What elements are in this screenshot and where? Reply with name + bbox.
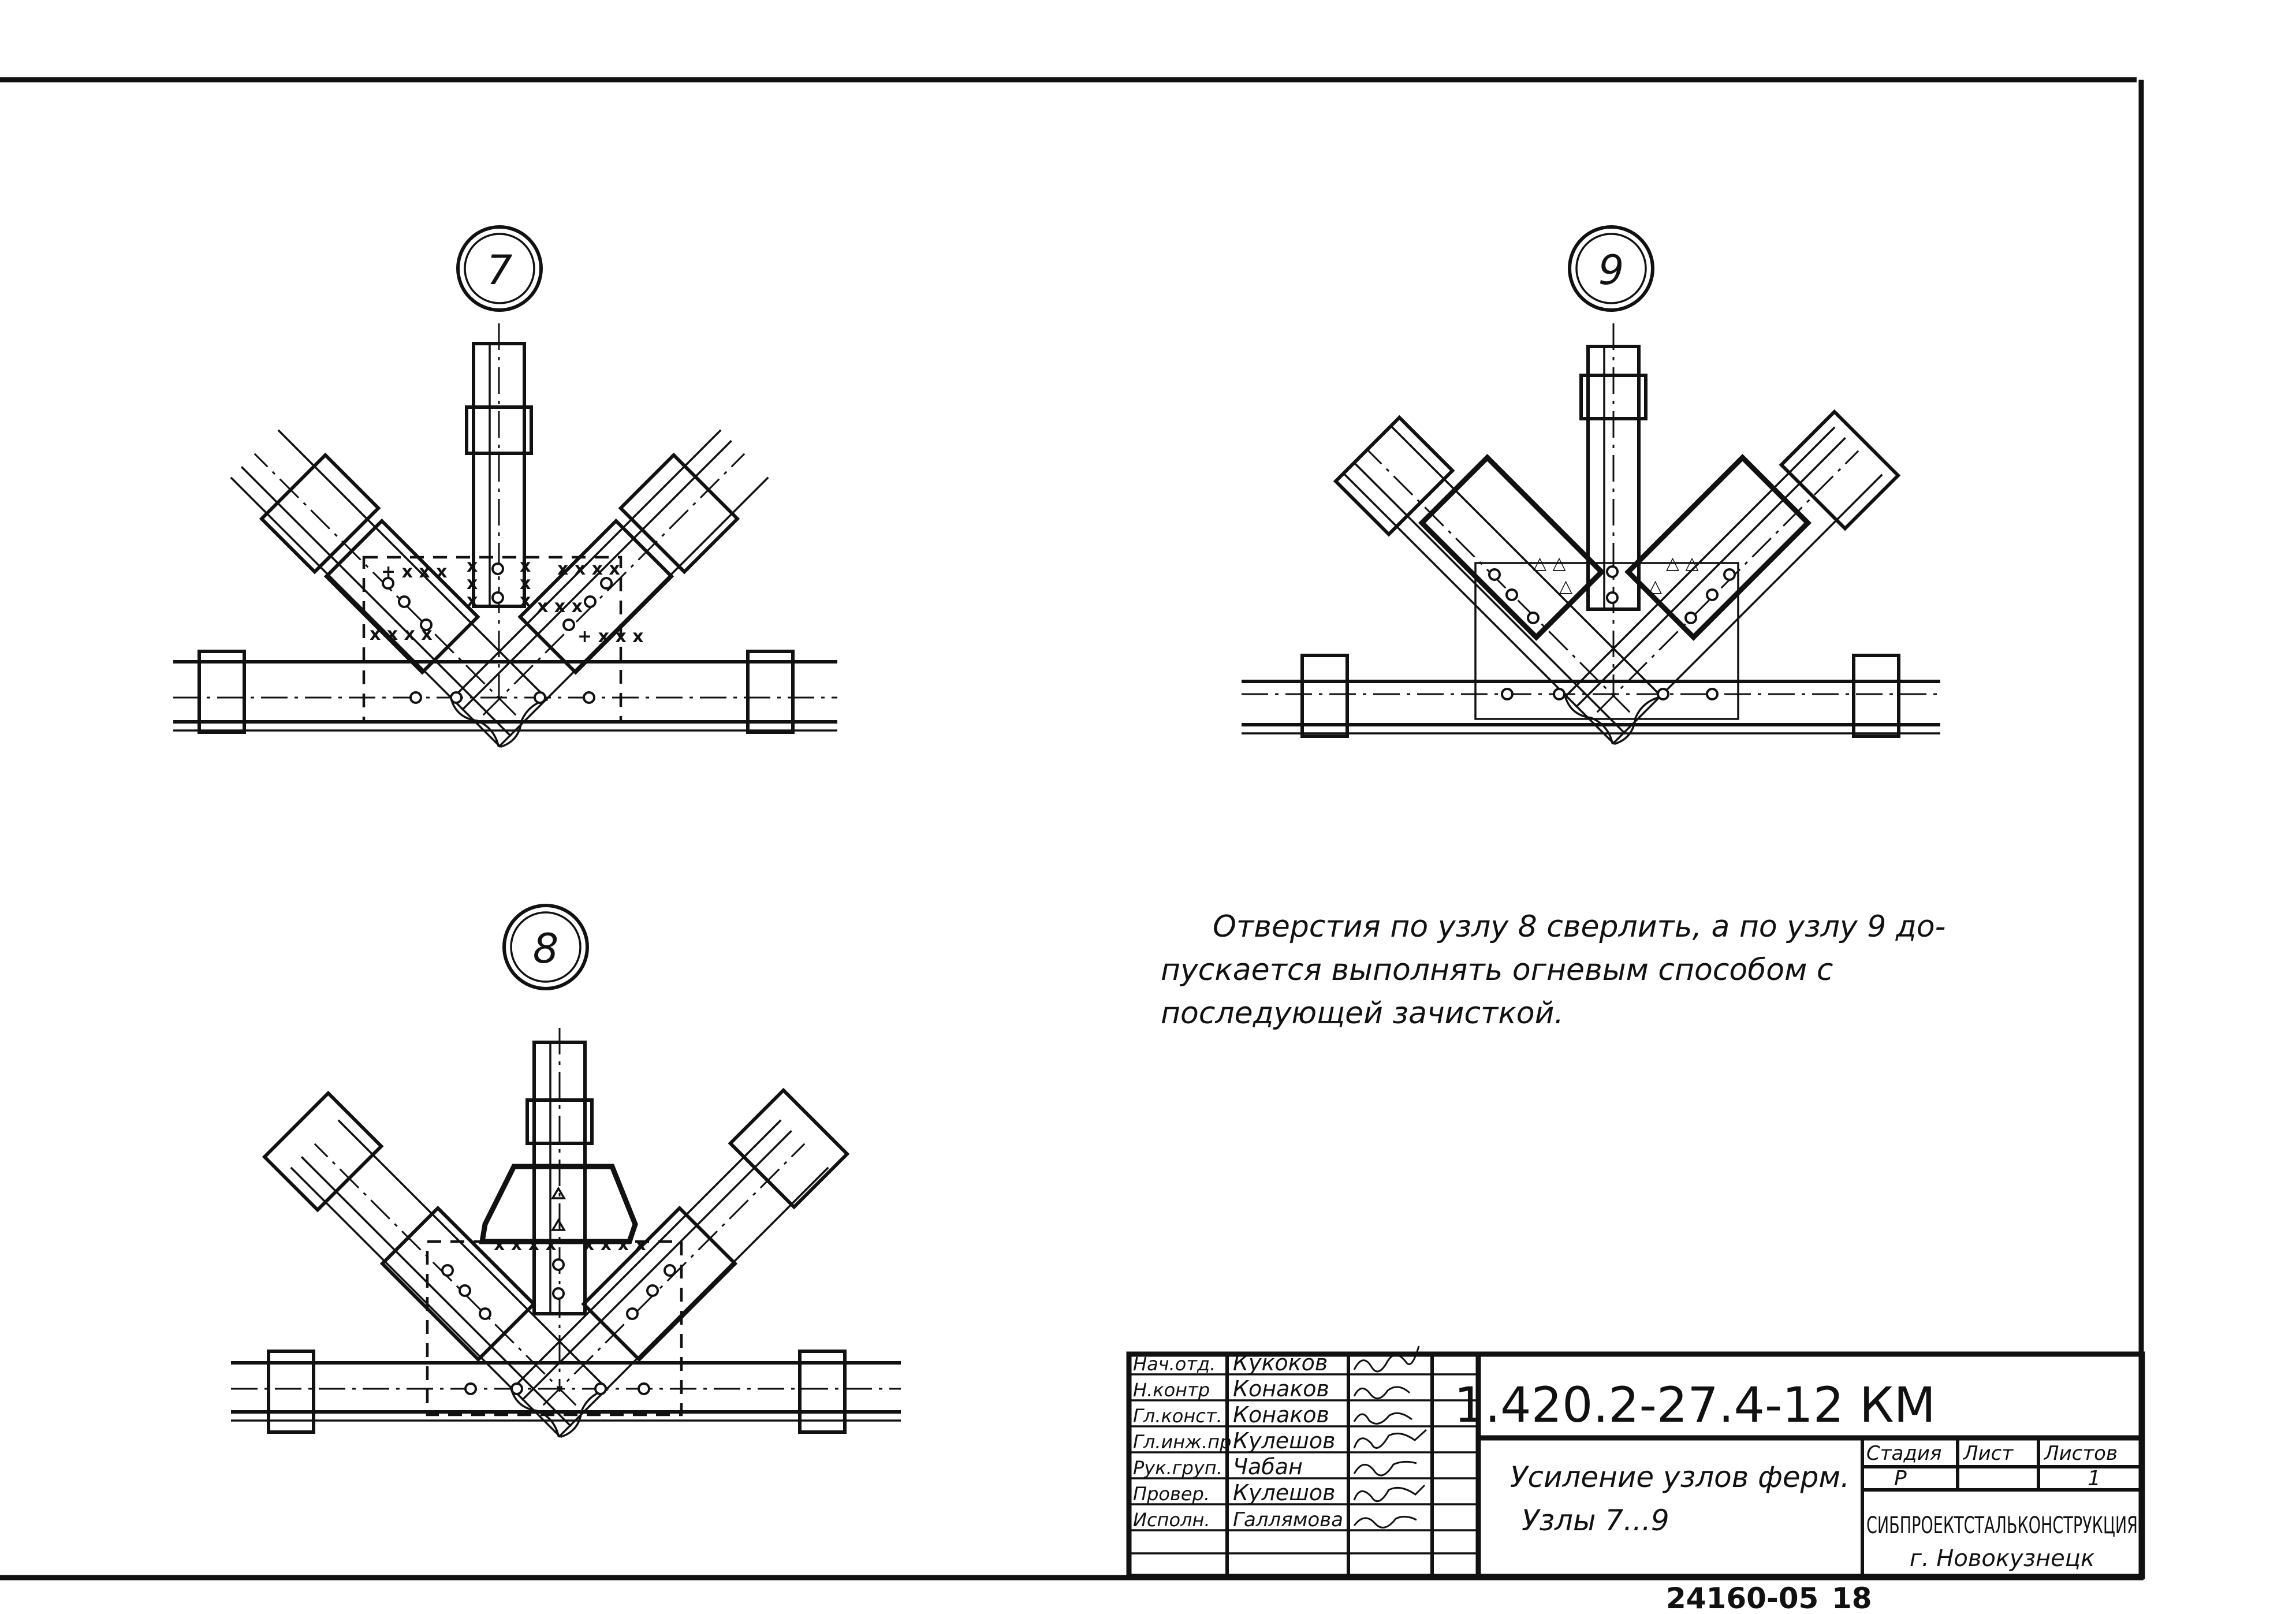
role-5: Рук.груп. [1133, 1457, 1222, 1479]
note-line-1: Отверстия по узлу 8 сверлить, а по узлу … [1213, 909, 1945, 944]
node-7-holes [382, 562, 613, 704]
node-9-number: 9 [1598, 247, 1624, 294]
node-8-drawing: 8 x x x x [231, 904, 901, 1441]
stage-value: Р [1894, 1467, 1907, 1490]
archive-number: 24160-05 [1666, 1582, 1818, 1614]
node-7-weld-marks: + x x x x x x x xxx xxx x x x x x x x + … [370, 556, 644, 647]
drawing-note: Отверстия по узлу 8 сверлить, а по узлу … [1161, 909, 1945, 1031]
sheet-title-line-2: Узлы 7...9 [1522, 1504, 1669, 1537]
sheet-title-line-1: Усиление узлов ферм. [1510, 1460, 1850, 1494]
organisation-name: СИБПРОЕКТСТАЛЬКОНСТРУКЦИЯ [1866, 1512, 2138, 1539]
name-3: Конаков [1233, 1402, 1329, 1427]
svg-text:x: x [520, 556, 531, 576]
svg-text:△ △: △ △ [1533, 553, 1566, 573]
svg-text:△: △ [1649, 576, 1662, 597]
page-number: 18 [1832, 1582, 1872, 1614]
stage-header: Стадия [1866, 1442, 1941, 1465]
role-6: Провер. [1133, 1483, 1210, 1505]
node-9-weld-marks: △ △ △ △ △ △ [1533, 553, 1699, 597]
svg-text:x x x x: x x x x [370, 624, 433, 644]
svg-text:x: x [467, 591, 478, 611]
svg-text:x x x x: x x x x [557, 559, 620, 579]
note-line-3: последующей зачисткой. [1161, 996, 1564, 1031]
svg-text:x: x [467, 556, 478, 576]
organisation-city: г. Новокузнецк [1910, 1545, 2094, 1572]
name-4: Кулешов [1233, 1428, 1336, 1453]
note-line-2: пускается выполнять огневым способом с [1161, 953, 1833, 987]
svg-text:△: △ [1559, 576, 1572, 597]
svg-text:x: x [520, 591, 531, 611]
sheet-header: Лист [1962, 1442, 2014, 1465]
svg-text:+ x x x: + x x x [381, 562, 448, 582]
title-block: Нач.отд. Н.контр Гл.конст. Гл.инж.пр Рук… [1126, 1345, 2145, 1579]
role-2: Н.контр [1133, 1379, 1210, 1401]
node-8-number: 8 [533, 925, 559, 972]
svg-text:x: x [467, 573, 478, 594]
node-9-drawing: 9 △ △ △ △ △ △ [1242, 225, 1940, 748]
svg-text:+ x x x: + x x x [577, 627, 644, 647]
node-9-marker: 9 [1568, 225, 1654, 312]
svg-text:x x x x: x x x x [494, 1235, 557, 1255]
name-2: Конаков [1233, 1376, 1329, 1401]
node-7-number: 7 [487, 247, 513, 294]
name-1: Кукоков [1233, 1350, 1328, 1376]
node-8-marker: 8 [502, 904, 589, 990]
role-3: Гл.конст. [1133, 1405, 1222, 1427]
footer: 24160-05 18 [1666, 1582, 1872, 1614]
name-6: Кулешов [1233, 1480, 1336, 1505]
role-1: Нач.отд. [1133, 1353, 1216, 1375]
sheets-header: Листов [2043, 1442, 2118, 1465]
node-8-weld-marks: x x x x x x x x [494, 1235, 646, 1255]
node-7-drawing: 7 + x x x x x [173, 225, 837, 751]
svg-text:△ △: △ △ [1666, 553, 1699, 573]
name-7: Галлямова [1233, 1508, 1343, 1531]
drawing-code: 1.420.2-27.4-12 КМ [1454, 1377, 1936, 1433]
name-5: Чабан [1233, 1454, 1303, 1479]
sheets-value: 1 [2088, 1467, 2101, 1490]
svg-text:x x x: x x x [537, 597, 583, 617]
role-4: Гл.инж.пр [1133, 1431, 1231, 1453]
svg-text:x x x x: x x x x [583, 1235, 646, 1255]
node-9-holes [1488, 565, 1736, 700]
signatures [1353, 1345, 1427, 1529]
role-7: Исполн. [1133, 1509, 1210, 1531]
svg-text:x: x [520, 573, 531, 594]
node-8-holes [441, 1186, 676, 1395]
node-7-marker: 7 [456, 225, 543, 312]
